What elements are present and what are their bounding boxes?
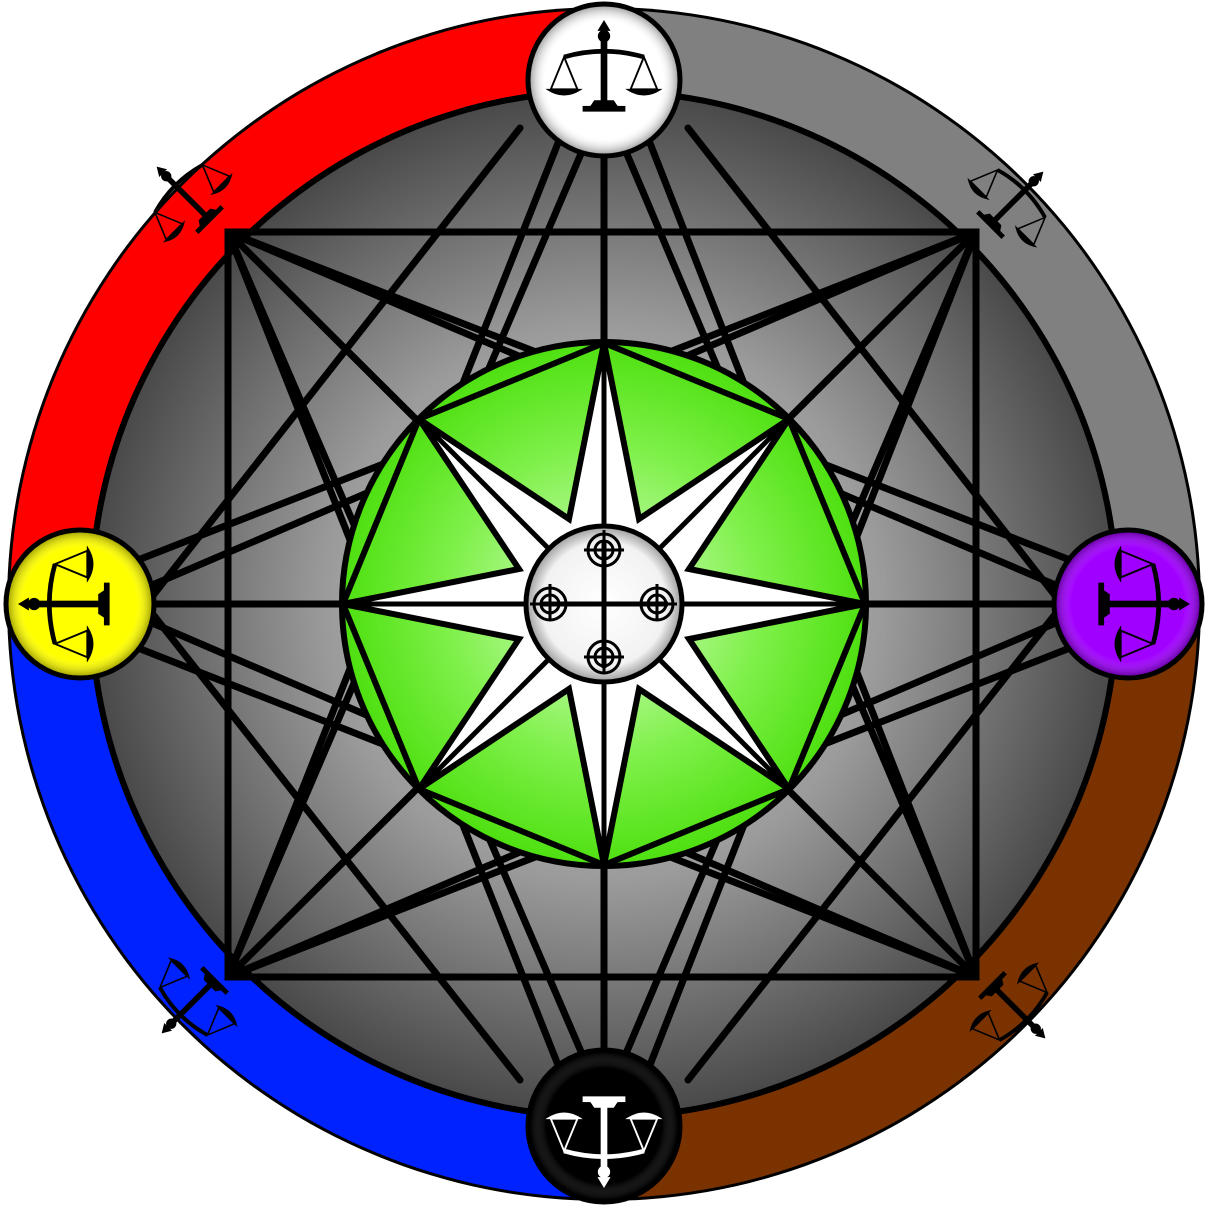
medallion-bottom — [525, 1047, 683, 1205]
line-mesh — [86, 86, 1122, 1122]
center-hub — [523, 523, 685, 685]
medallion-right — [1051, 527, 1205, 681]
medallion-top — [525, 1, 683, 159]
crossed-orb-icon — [528, 528, 679, 675]
medallion-left — [3, 527, 157, 681]
